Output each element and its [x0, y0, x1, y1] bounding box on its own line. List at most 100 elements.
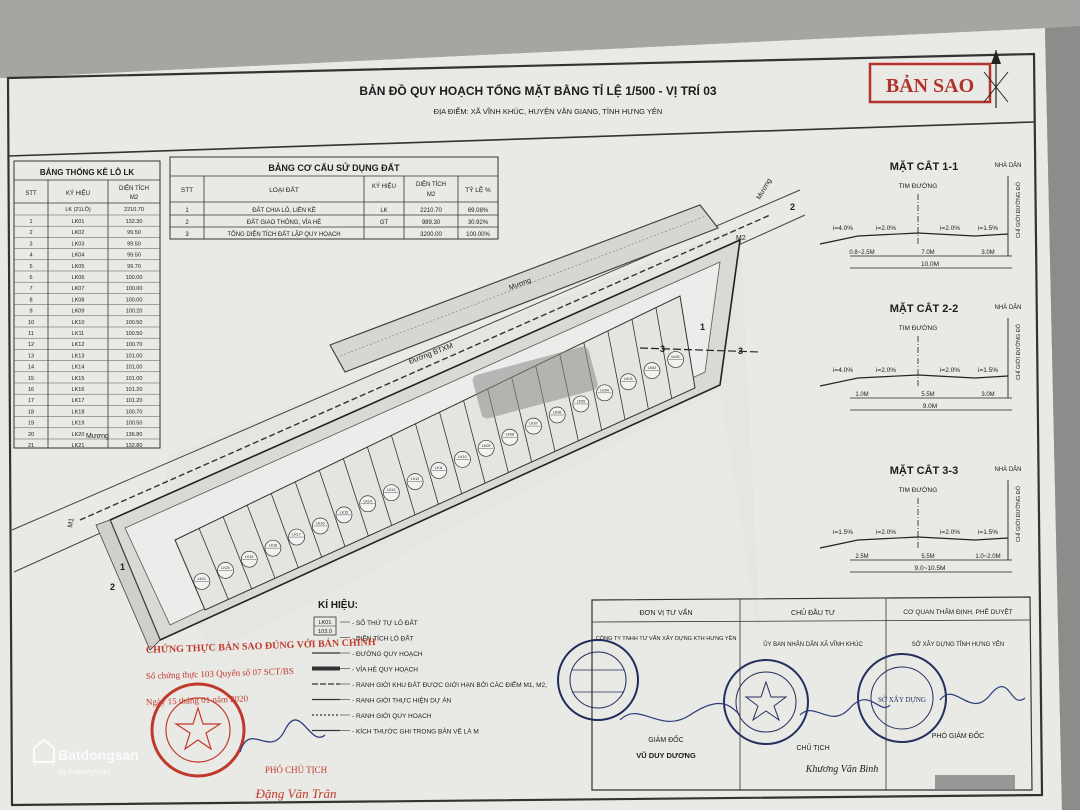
lot-stt: 20 — [28, 432, 34, 438]
lot-stt: 7 — [29, 286, 32, 292]
section-slope: i=2.0% — [876, 225, 896, 232]
section-slope: i=1.5% — [978, 529, 998, 536]
lot-code: LK21 — [72, 443, 85, 449]
land-use-table: BẢNG CƠ CẤU SỬ DỤNG ĐẤT STT LOẠI ĐẤT KÝ … — [169, 156, 499, 240]
section-dimension: 1.0~2.0M — [975, 554, 1000, 560]
lot-stt: 18 — [28, 409, 34, 415]
lot-tag-code: LK13 — [387, 488, 395, 492]
lot-tag-code: LK02 — [648, 366, 656, 370]
lot-code: LK08 — [72, 297, 85, 303]
section-title: MẶT CẮT 1-1 — [890, 160, 958, 173]
lot-tag-code: LK07 — [529, 422, 537, 426]
lot-tag: LK05 — [572, 395, 590, 413]
section-dimension: 3.0M — [981, 392, 994, 398]
lot-code: LK11 — [72, 331, 84, 337]
land-stt: 1 — [185, 208, 189, 214]
lot-area: 99.70 — [127, 264, 141, 270]
lot-code: LK15 — [72, 376, 85, 382]
lot-tag-code: LK16 — [316, 521, 324, 525]
svg-text:BẢN SAO: BẢN SAO — [886, 74, 974, 97]
land-header-ratio: TỶ LỆ % — [465, 185, 491, 194]
section-house-label: NHÀ DÂN — [994, 304, 1021, 311]
lot-stt: 9 — [29, 309, 32, 315]
lot-tag: LK07 — [525, 417, 542, 435]
lot-tag-code: LK17 — [292, 533, 300, 537]
section-slope: i=4.0% — [833, 367, 853, 374]
lot-area: 101.00 — [126, 376, 143, 382]
lot-tag: LK11 — [430, 462, 448, 479]
lot-table-title: BẢNG THỐNG KÊ LÔ LK — [40, 167, 134, 177]
lot-tag: LK06 — [548, 406, 566, 424]
lot-tag: LK12 — [406, 473, 424, 490]
legend-label: - VỈA HÈ QUY HOẠCH — [352, 665, 418, 674]
legend-item: - RANH GIỚI THỰC HIỆN DỰ ÁN — [312, 696, 452, 705]
lot-tag-code: LK08 — [506, 433, 514, 437]
lot-header-unit: M2 — [130, 195, 139, 201]
certification-seal — [150, 682, 246, 778]
lot-tag: LK08 — [501, 428, 519, 446]
lot-area: 101.00 — [126, 365, 143, 371]
lot-tag: LK03 — [619, 373, 637, 391]
lot-area: 100.00 — [126, 297, 143, 303]
certification-signature — [239, 719, 326, 753]
section-total-width: 10.0M — [921, 261, 939, 268]
consultant-role: GIÁM ĐỐC — [648, 734, 683, 744]
lot-stt: 13 — [28, 353, 34, 359]
lot-code: LK14 — [72, 365, 85, 371]
lot-tag-code: LK21 — [198, 577, 206, 581]
section-dimension: 1.0M — [855, 392, 868, 398]
lot-area: 136.80 — [126, 432, 143, 438]
land-stt: 3 — [185, 232, 189, 238]
consultant-name: VŨ DUY DƯƠNG — [636, 751, 696, 760]
lot-stt: 6 — [29, 275, 32, 281]
section-dimension: 5.5M — [921, 554, 934, 560]
approver-org: SỞ XÂY DỰNG TỈNH HƯNG YÊN — [912, 640, 1004, 648]
legend-title: KÍ HIỆU: — [318, 598, 358, 611]
lot-code: LK17 — [72, 398, 85, 404]
lot-statistics-table: BẢNG THỐNG KÊ LÔ LK STT KÝ HIỆU DIỆN TÍC… — [13, 160, 161, 449]
land-type: ĐẤT GIAO THÔNG, VỈA HÈ — [247, 219, 321, 226]
land-ratio: 30.92% — [468, 220, 489, 226]
lot-code: LK16 — [72, 387, 85, 393]
land-code: GT — [380, 220, 389, 226]
lot-code: LK02 — [72, 230, 85, 236]
lot-area: 100.50 — [126, 320, 143, 326]
section-slope: i=2.0% — [940, 529, 960, 536]
section-total-width: 9.0M — [923, 403, 937, 410]
lot-header-area: DIỆN TÍCH — [119, 184, 149, 192]
lot-area: 99.50 — [127, 241, 141, 247]
legend-label: - SỐ THỨ TỰ LÔ ĐẤT — [352, 617, 418, 627]
investor-org: ỦY BAN NHÂN DÂN XÃ VĨNH KHÚC — [763, 641, 863, 648]
lot-table-row: 8 LK08 100.00 — [29, 297, 142, 303]
investor-label: CHỦ ĐẦU TƯ — [791, 607, 835, 617]
lot-stt: 11 — [28, 331, 34, 337]
canal-strip — [329, 204, 719, 373]
section-centerline: TIM ĐƯỜNG — [899, 485, 938, 494]
lot-tag-code: LK06 — [553, 411, 561, 415]
lot-area: 101.20 — [126, 387, 143, 393]
lot-stt: 8 — [29, 297, 32, 303]
section-slope: i=4.0% — [833, 225, 853, 232]
section-centerline: TIM ĐƯỜNG — [899, 323, 938, 332]
section-house-label: NHÀ DÂN — [994, 162, 1021, 169]
legend-label: - KÍCH THƯỚC GHI TRONG BẢN VẼ LÀ M — [352, 727, 479, 736]
lot-tag-code: LK15 — [340, 510, 348, 514]
